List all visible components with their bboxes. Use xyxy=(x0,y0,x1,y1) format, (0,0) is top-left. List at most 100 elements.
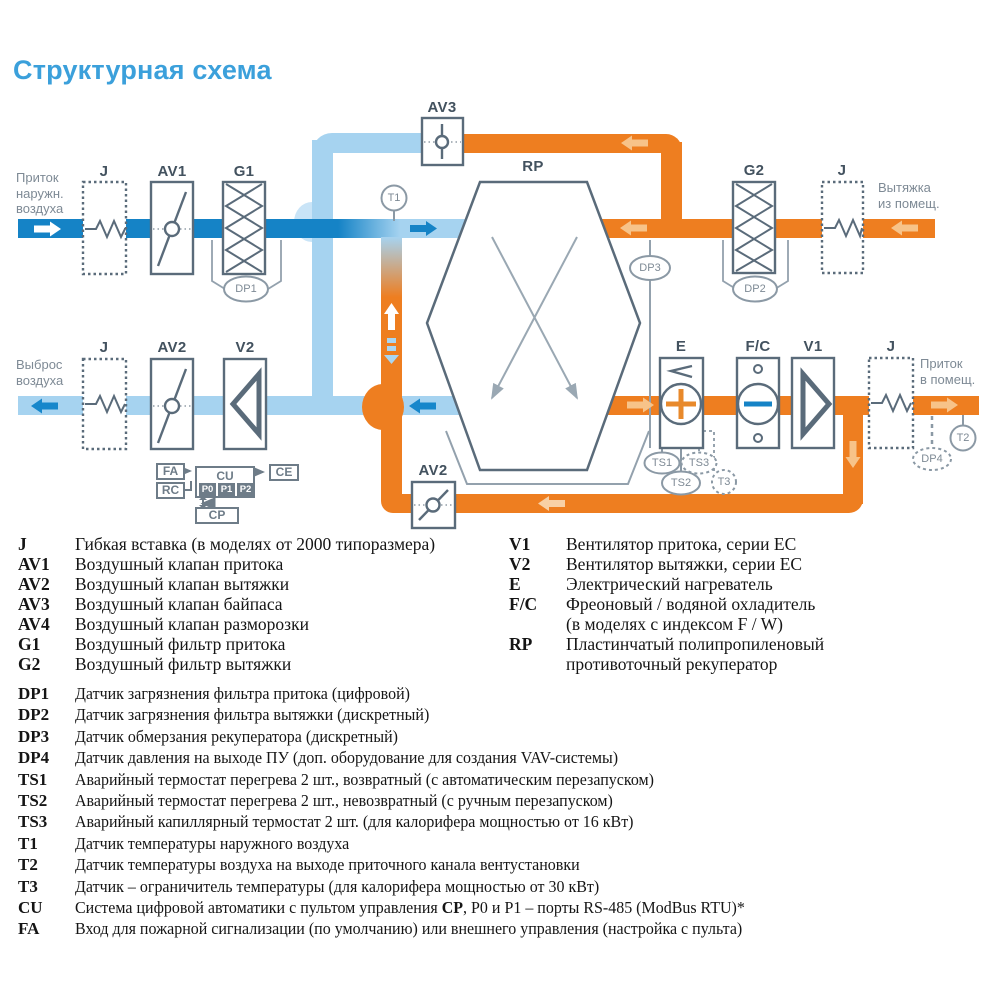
sensor-dp4: DP4 xyxy=(921,453,943,465)
sensor-ts1-bubble xyxy=(643,451,681,475)
arrow-defrost-down xyxy=(845,441,861,468)
cu-port-p1: P1 xyxy=(218,483,235,496)
bypass-duct-orange xyxy=(458,134,682,153)
arrow-supply-out-right xyxy=(931,397,958,413)
arrow-defrost-up xyxy=(384,303,399,330)
filter-g2-box xyxy=(731,180,777,275)
arrow-exhaust-in-right xyxy=(891,220,918,236)
label-v1: V1 xyxy=(803,338,823,355)
cu-port-rc: RC xyxy=(156,482,185,499)
arrow-exhaust-out-mid xyxy=(409,398,436,414)
arrow-supply-in xyxy=(34,221,61,237)
arrow-supply-mid xyxy=(410,221,437,236)
spring-icon xyxy=(85,393,126,415)
sensor-t2-bubble xyxy=(949,424,977,452)
supply-out-label: Приток в помещ. xyxy=(920,356,976,387)
sensor-dp1-bubble xyxy=(223,275,269,303)
exhaust-out-label: Выброс воздуха xyxy=(16,357,64,388)
label-g1: G1 xyxy=(233,163,255,180)
spring-icon xyxy=(871,392,912,414)
cu-port-fa: FA xyxy=(156,463,185,480)
filter-icon xyxy=(224,183,774,273)
arrow-defrost-dashed-down xyxy=(384,338,399,364)
diagram-graphics xyxy=(31,116,977,530)
sensor-t3-bubble xyxy=(711,469,737,495)
filter-g1-box xyxy=(221,180,267,276)
exhaust-in-label: Вытяжка из помещ. xyxy=(878,180,940,211)
sensor-dp3-bubble xyxy=(629,255,671,281)
label-v2: V2 xyxy=(235,339,255,356)
arrow-bypass xyxy=(621,135,648,151)
recuperator-shape xyxy=(425,180,642,472)
arrow-exhaust-in-mid xyxy=(620,220,647,236)
label-fc: F/C xyxy=(745,338,771,355)
label-av3: AV3 xyxy=(427,99,457,116)
arrow-exhaust-out-left xyxy=(31,398,58,414)
sensor-dp4-bubble xyxy=(912,447,952,471)
heater-icon xyxy=(659,364,703,426)
label-j1: J xyxy=(99,163,109,180)
sensor-t2: T2 xyxy=(956,432,970,444)
spring-icon xyxy=(824,217,863,240)
defrost-duct-bottom xyxy=(381,494,863,513)
bypass-down-duct xyxy=(661,142,682,238)
label-j3: J xyxy=(99,339,109,356)
bypass-duct-horizontal xyxy=(312,133,428,153)
sensor-dp3: DP3 xyxy=(639,262,661,274)
fan-icon-v1 xyxy=(800,367,833,441)
supply-in-label: Приток наружн. воздуха xyxy=(16,170,64,216)
sensor-ts3-bubble xyxy=(680,451,718,475)
arrow-supply-out-mid xyxy=(627,397,654,413)
label-j2: J xyxy=(837,162,847,179)
legend-row: CU Система цифровой автоматики с пультом… xyxy=(18,897,745,917)
label-av4: AV2 xyxy=(418,462,448,479)
defrost-duct-left xyxy=(381,237,402,499)
label-av1: AV1 xyxy=(157,163,187,180)
fan-icon-v2 xyxy=(229,367,262,441)
label-rp: RP xyxy=(522,158,544,175)
sensor-t1: T1 xyxy=(387,192,401,204)
cu-remote-cp: CP xyxy=(195,507,239,524)
sensor-dp2: DP2 xyxy=(744,283,766,295)
label-j4: J xyxy=(886,338,896,355)
cu-port-p2: P2 xyxy=(237,483,254,496)
page-title: Структурная схема xyxy=(13,55,272,85)
bypass-duct-vertical xyxy=(312,140,333,415)
sensor-t3: T3 xyxy=(717,476,731,488)
cu-controller: CU P0 P1 P2 xyxy=(195,466,255,498)
sensor-ts2: TS2 xyxy=(670,477,692,489)
arrow-defrost-bottom xyxy=(538,496,565,511)
label-e: E xyxy=(675,338,687,355)
sensor-dp2-bubble xyxy=(732,275,778,303)
cu-controller-label: CU xyxy=(216,469,234,483)
sensor-ts1: TS1 xyxy=(651,457,673,469)
cu-port-p0: P0 xyxy=(199,483,216,496)
spring-icon xyxy=(85,218,127,240)
